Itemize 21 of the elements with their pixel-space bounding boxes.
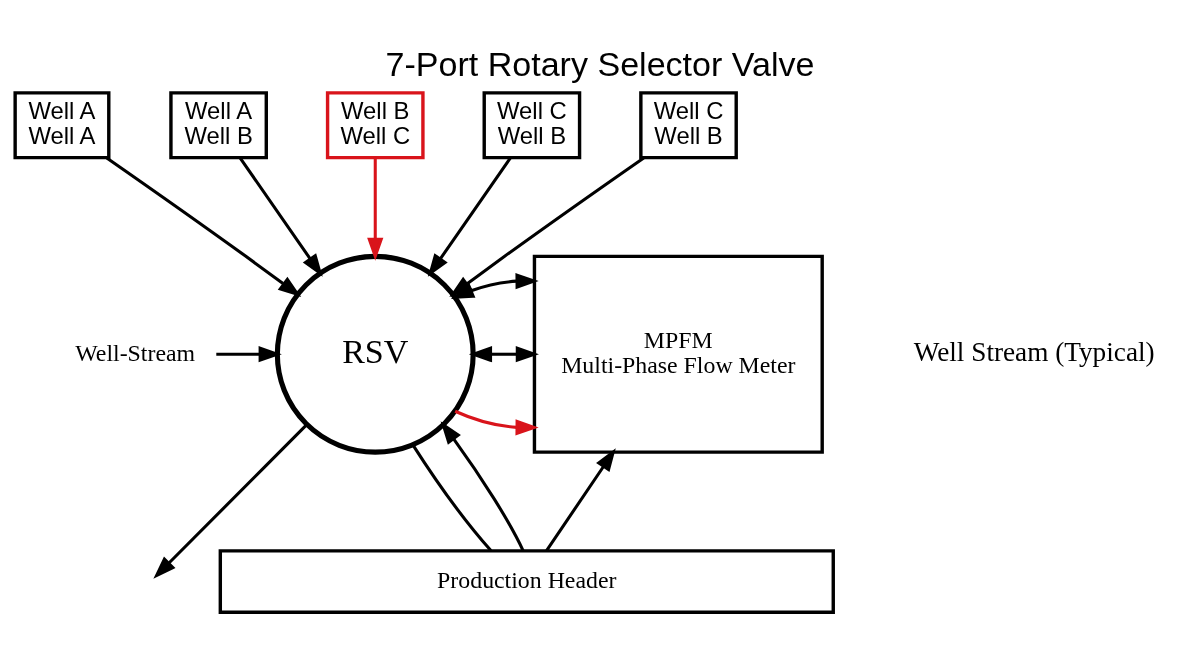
arrow [427, 156, 512, 277]
arrow [468, 346, 539, 363]
arrow [238, 156, 323, 277]
arrow [454, 409, 539, 436]
diagram-title: 7-Port Rotary Selector Valve [385, 44, 815, 83]
arrow [367, 157, 384, 261]
node-box: Well C Well B [639, 91, 738, 160]
node-box: MPFM Multi-Phase Flow Meter [532, 254, 824, 454]
node-box: Well C Well B [482, 91, 582, 160]
node-box: Well A Well A [13, 91, 111, 160]
arrow [153, 423, 308, 579]
node-text: Well-Stream [75, 339, 196, 366]
arrow [105, 156, 302, 297]
node-box: Well B Well C [325, 91, 425, 160]
node-box: Well A Well B [169, 91, 268, 160]
arrow [545, 448, 616, 552]
connector [411, 444, 493, 552]
label: Well Stream (Typical) [913, 336, 1155, 367]
arrow [216, 346, 282, 363]
node-box: Production Header [218, 549, 835, 614]
arrow [440, 421, 525, 552]
